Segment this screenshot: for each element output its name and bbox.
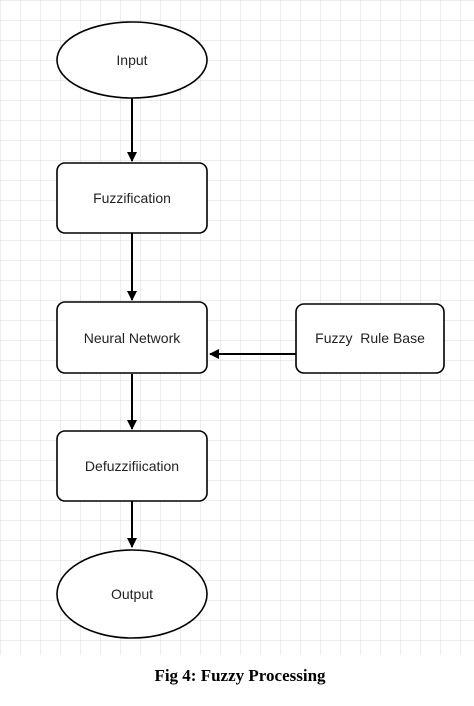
fuzzification-node: Fuzzification xyxy=(56,162,208,234)
figure-caption: Fig 4: Fuzzy Processing xyxy=(154,666,326,685)
fuzzy-rule-base-node: Fuzzy Rule Base xyxy=(295,303,445,374)
input-label: Input xyxy=(116,52,147,68)
output-node: Output xyxy=(56,549,208,639)
defuzzification-label: Defuzzifiication xyxy=(85,458,179,474)
fuzzification-label: Fuzzification xyxy=(93,190,171,206)
neural-network-label: Neural Network xyxy=(84,330,181,346)
output-label: Output xyxy=(111,586,153,602)
neural-network-node: Neural Network xyxy=(56,301,208,374)
input-node: Input xyxy=(56,21,208,99)
fuzzy-rule-base-label: Fuzzy Rule Base xyxy=(315,330,425,346)
defuzzification-node: Defuzzifiication xyxy=(56,430,208,502)
